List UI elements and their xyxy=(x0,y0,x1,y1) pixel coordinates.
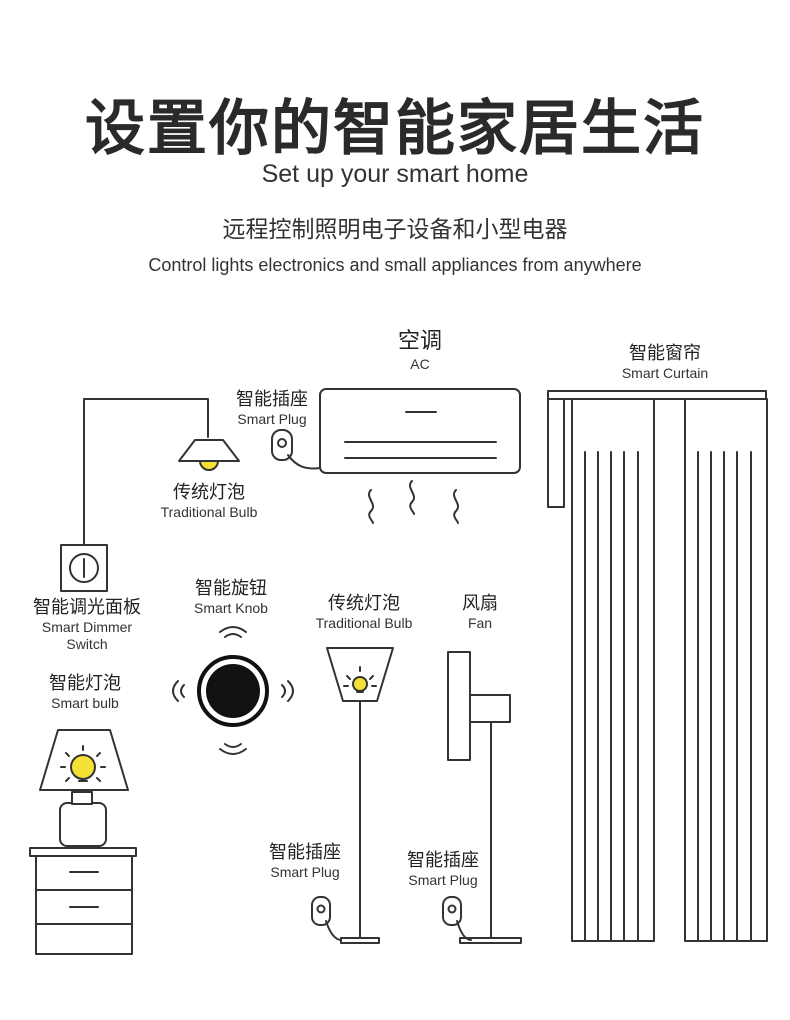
ceiling-bulb-label: 传统灯泡 Traditional Bulb xyxy=(139,482,279,521)
table-lamp-icon xyxy=(39,729,129,847)
ac-plug-label-en: Smart Plug xyxy=(237,411,307,427)
ac-plug-label-cn: 智能插座 xyxy=(236,389,308,410)
ceiling-lamp-icon xyxy=(178,439,240,471)
knob-label: 智能旋钮 Smart Knob xyxy=(171,578,291,617)
ceiling-bulb-label-en: Traditional Bulb xyxy=(160,504,258,520)
floor-lamp-plug-label-cn: 智能插座 xyxy=(269,842,341,863)
description-chinese: 远程控制照明电子设备和小型电器 xyxy=(222,217,568,243)
fan-label: 风扇 Fan xyxy=(440,593,520,632)
floor-bulb-label-cn: 传统灯泡 xyxy=(328,593,400,614)
floor-lamp-plug-label-en: Smart Plug xyxy=(270,864,340,880)
nightstand-icon xyxy=(29,847,137,955)
ac-label-cn: 空调 xyxy=(397,329,442,354)
page-subtitle: Set up your smart home xyxy=(261,160,529,188)
curtain-label-cn: 智能窗帘 xyxy=(629,343,701,364)
curtain-label-en: Smart Curtain xyxy=(621,365,709,381)
dimmer-label-en: Smart Dimmer xyxy=(41,619,133,635)
fan-label-cn: 风扇 xyxy=(462,593,498,614)
fan-plug-label-cn: 智能插座 xyxy=(407,850,479,871)
smart-bulb-label: 智能灯泡 Smart bulb xyxy=(25,673,145,712)
dimmer-wire xyxy=(83,398,209,546)
dimmer-label-en2: Switch xyxy=(66,636,108,652)
fan-icon xyxy=(447,651,522,944)
floor-lamp-plug-label: 智能插座 Smart Plug xyxy=(255,842,355,881)
fan-smart-plug-icon xyxy=(442,896,472,941)
floor-bulb-label: 传统灯泡 Traditional Bulb xyxy=(294,593,434,632)
floor-lamp-smart-plug-icon xyxy=(311,896,342,941)
dimmer-label: 智能调光面板 Smart Dimmer Switch xyxy=(12,597,162,653)
smart-knob-icon xyxy=(172,626,294,755)
knob-label-cn: 智能旋钮 xyxy=(195,578,267,599)
knob-label-en: Smart Knob xyxy=(194,600,268,616)
page-title: 设置你的智能家居生活 xyxy=(85,94,705,164)
description-english: Control lights electronics and small app… xyxy=(148,255,642,275)
dimmer-switch-icon xyxy=(60,544,108,592)
floor-lamp-icon xyxy=(326,647,394,944)
smart-curtain-icon xyxy=(547,390,768,942)
air-conditioner-icon xyxy=(319,388,521,524)
fan-label-en: Fan xyxy=(467,615,493,631)
fan-plug-label: 智能插座 Smart Plug xyxy=(393,850,493,889)
smart-bulb-label-en: Smart bulb xyxy=(51,695,119,711)
ac-label-en: AC xyxy=(410,356,430,372)
ceiling-bulb-label-cn: 传统灯泡 xyxy=(173,482,245,503)
dimmer-label-cn: 智能调光面板 xyxy=(33,597,141,618)
ac-label: 空调 AC xyxy=(370,328,470,373)
fan-plug-label-en: Smart Plug xyxy=(408,872,478,888)
curtain-label: 智能窗帘 Smart Curtain xyxy=(595,343,735,382)
ac-plug-label: 智能插座 Smart Plug xyxy=(222,389,322,428)
ac-smart-plug-icon xyxy=(271,429,321,470)
smart-bulb-label-cn: 智能灯泡 xyxy=(49,673,121,694)
floor-bulb-label-en: Traditional Bulb xyxy=(315,615,413,631)
